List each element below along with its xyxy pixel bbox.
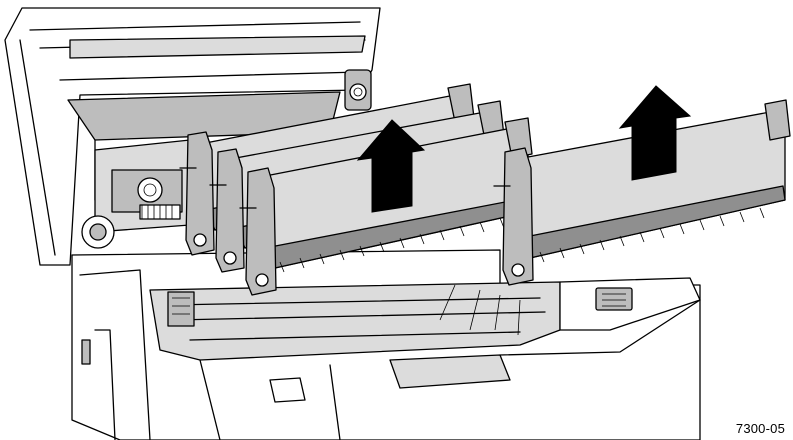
internal-gear-mechanism [81, 139, 191, 249]
lift-arrow-left [356, 119, 426, 213]
up-arrow-icon [618, 85, 692, 181]
up-arrow-icon [356, 119, 426, 213]
lift-arrow-right [618, 85, 692, 181]
drum-cartridge-right [493, 99, 791, 286]
printer-body [71, 249, 701, 440]
figure-label: 7300-05 [735, 421, 785, 436]
open-top-cover [4, 7, 381, 266]
